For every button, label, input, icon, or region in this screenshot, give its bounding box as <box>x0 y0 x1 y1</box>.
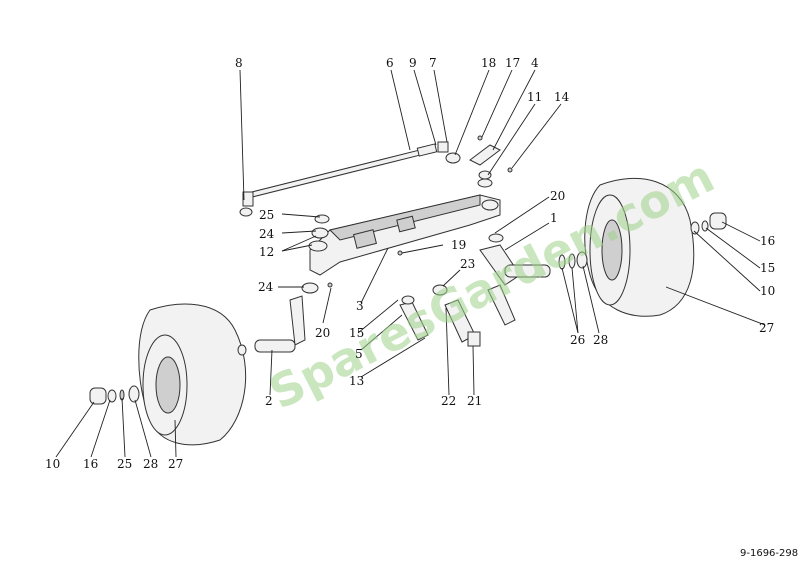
callout-27-left: 27 <box>168 457 183 471</box>
tie-rod <box>239 141 461 217</box>
steering-arm <box>469 135 513 188</box>
left-spindle <box>254 282 333 353</box>
callout-7: 7 <box>429 56 437 70</box>
callout-16-right: 16 <box>760 234 775 248</box>
callout-16-left: 16 <box>83 457 98 471</box>
right-hub-parts <box>558 212 727 270</box>
left-wheel <box>138 303 247 446</box>
callout-24-lower: 24 <box>258 280 274 294</box>
callout-6: 6 <box>386 56 394 70</box>
callout-8: 8 <box>235 56 243 70</box>
callout-5: 5 <box>355 347 363 361</box>
callout-19: 19 <box>451 238 466 252</box>
callout-13: 13 <box>349 374 364 388</box>
right-wheel <box>584 178 695 317</box>
callout-9: 9 <box>409 56 417 70</box>
callout-24-upper: 24 <box>259 227 275 241</box>
callout-23: 23 <box>460 257 475 271</box>
callout-28-left: 28 <box>143 457 158 471</box>
leader-lines <box>55 69 766 458</box>
callout-labels: 8 6 9 7 18 17 4 11 14 25 24 12 19 20 1 1… <box>45 56 775 471</box>
callout-20-right: 20 <box>550 189 565 203</box>
center-bushings <box>399 284 516 347</box>
callout-15-right: 15 <box>760 261 775 275</box>
callout-28-right: 28 <box>593 333 608 347</box>
callout-15-center: 15 <box>349 326 364 340</box>
callout-25-lower: 25 <box>117 457 132 471</box>
callout-12: 12 <box>259 245 274 259</box>
callout-10-left: 10 <box>45 457 60 471</box>
callout-3: 3 <box>356 299 364 313</box>
callout-14: 14 <box>554 90 570 104</box>
callout-11: 11 <box>527 90 542 104</box>
reference-code: 9-1696-298 <box>740 548 798 559</box>
callout-26: 26 <box>570 333 585 347</box>
callout-21: 21 <box>467 394 482 408</box>
front-axle <box>309 194 501 276</box>
left-hub-parts <box>89 385 140 405</box>
callout-2: 2 <box>265 394 273 408</box>
callout-18: 18 <box>481 56 496 70</box>
callout-17: 17 <box>505 56 520 70</box>
callout-22: 22 <box>441 394 456 408</box>
right-spindle <box>479 233 551 286</box>
callout-25-upper: 25 <box>259 208 274 222</box>
callout-10-right: 10 <box>760 284 775 298</box>
callout-20-left: 20 <box>315 326 330 340</box>
callout-27-right: 27 <box>759 321 774 335</box>
callout-4: 4 <box>531 56 539 70</box>
callout-1: 1 <box>550 211 558 225</box>
